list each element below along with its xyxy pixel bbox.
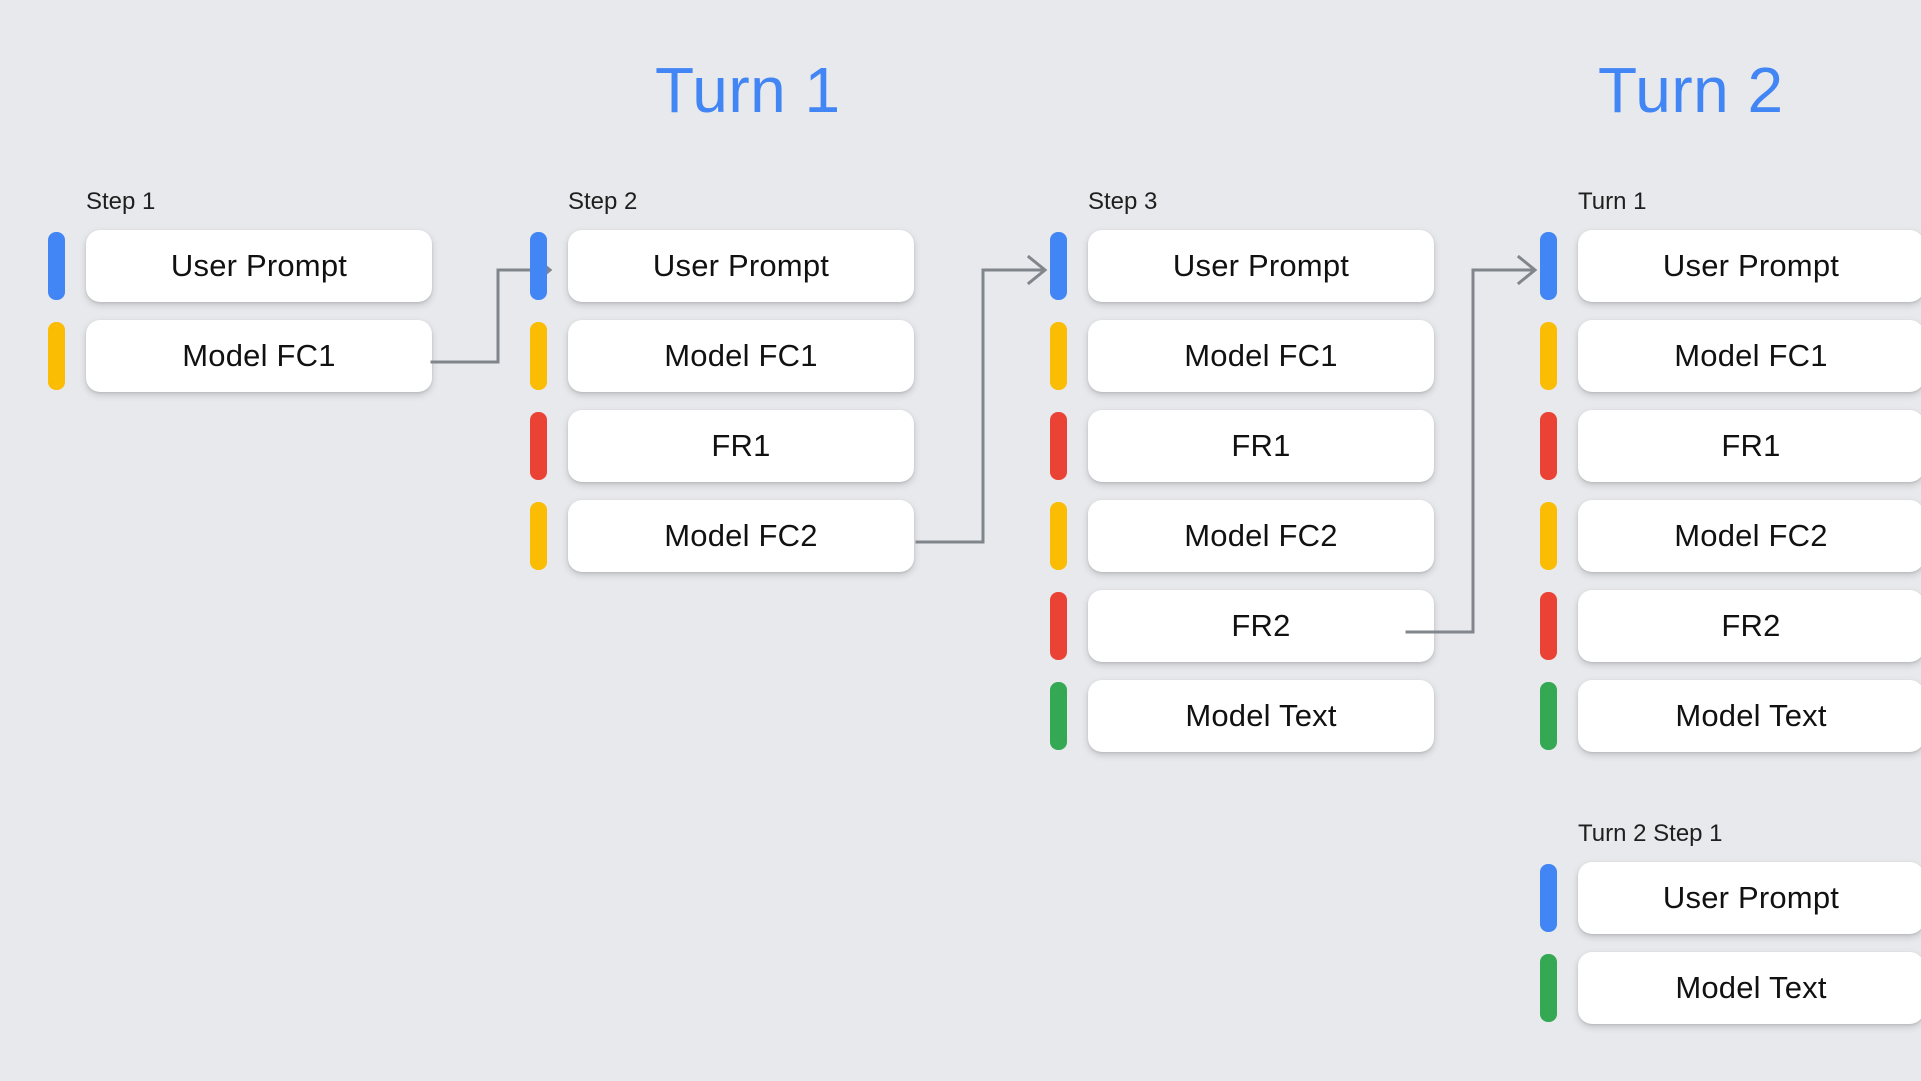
role-bar-model-text-icon: [1540, 682, 1557, 750]
list-item[interactable]: FR2: [1050, 590, 1434, 662]
role-bar-model-fc-icon: [1050, 502, 1067, 570]
column-label-step-1: Step 1: [86, 188, 156, 215]
turn-2-title: Turn 2: [1598, 54, 1784, 126]
card-fr2[interactable]: FR2: [1088, 590, 1434, 662]
role-bar-model-fc-icon: [530, 322, 547, 390]
column-label-turn-2-step-1: Turn 2 Step 1: [1578, 820, 1723, 847]
role-bar-function-response-icon: [530, 412, 547, 480]
role-bar-model-fc-icon: [530, 502, 547, 570]
card-fr1[interactable]: FR1: [568, 410, 914, 482]
card-model-text[interactable]: Model Text: [1088, 680, 1434, 752]
card-model-fc1[interactable]: Model FC1: [568, 320, 914, 392]
role-bar-model-fc-icon: [48, 322, 65, 390]
list-item[interactable]: User Prompt: [1050, 230, 1434, 302]
list-item[interactable]: User Prompt: [530, 230, 914, 302]
list-item[interactable]: Model FC1: [1540, 320, 1921, 392]
list-item[interactable]: Model Text: [1050, 680, 1434, 752]
card-model-fc2[interactable]: Model FC2: [568, 500, 914, 572]
list-item[interactable]: Model FC1: [530, 320, 914, 392]
list-item[interactable]: Model FC2: [1050, 500, 1434, 572]
card-user-prompt[interactable]: User Prompt: [1578, 862, 1921, 934]
card-model-fc2[interactable]: Model FC2: [1578, 500, 1921, 572]
card-user-prompt[interactable]: User Prompt: [568, 230, 914, 302]
connector-step2-to-step3: [915, 254, 1048, 544]
card-model-text[interactable]: Model Text: [1578, 680, 1921, 752]
list-item[interactable]: FR1: [1540, 410, 1921, 482]
list-item[interactable]: FR2: [1540, 590, 1921, 662]
card-model-fc1[interactable]: Model FC1: [1088, 320, 1434, 392]
role-bar-function-response-icon: [1540, 592, 1557, 660]
card-user-prompt[interactable]: User Prompt: [1088, 230, 1434, 302]
list-item[interactable]: Model FC2: [530, 500, 914, 572]
role-bar-model-fc-icon: [1540, 502, 1557, 570]
column-label-step-3: Step 3: [1088, 188, 1158, 215]
role-bar-model-text-icon: [1050, 682, 1067, 750]
list-item[interactable]: User Prompt: [1540, 230, 1921, 302]
card-model-fc1[interactable]: Model FC1: [1578, 320, 1921, 392]
card-fr1[interactable]: FR1: [1578, 410, 1921, 482]
list-item[interactable]: Model FC2: [1540, 500, 1921, 572]
list-item[interactable]: Model Text: [1540, 952, 1921, 1024]
list-item[interactable]: FR1: [530, 410, 914, 482]
role-bar-user-icon: [1540, 232, 1557, 300]
card-model-fc1[interactable]: Model FC1: [86, 320, 432, 392]
list-item[interactable]: Model FC1: [48, 320, 432, 392]
role-bar-user-icon: [1540, 864, 1557, 932]
card-user-prompt[interactable]: User Prompt: [86, 230, 432, 302]
role-bar-function-response-icon: [1050, 592, 1067, 660]
list-item[interactable]: User Prompt: [48, 230, 432, 302]
list-item[interactable]: User Prompt: [1540, 862, 1921, 934]
column-label-step-2: Step 2: [568, 188, 638, 215]
card-model-fc2[interactable]: Model FC2: [1088, 500, 1434, 572]
list-item[interactable]: Model FC1: [1050, 320, 1434, 392]
role-bar-model-text-icon: [1540, 954, 1557, 1022]
list-item[interactable]: Model Text: [1540, 680, 1921, 752]
role-bar-user-icon: [530, 232, 547, 300]
role-bar-function-response-icon: [1050, 412, 1067, 480]
list-item[interactable]: FR1: [1050, 410, 1434, 482]
turn-1-title: Turn 1: [655, 54, 841, 126]
role-bar-model-fc-icon: [1540, 322, 1557, 390]
card-fr1[interactable]: FR1: [1088, 410, 1434, 482]
column-label-turn-1: Turn 1: [1578, 188, 1647, 215]
role-bar-model-fc-icon: [1050, 322, 1067, 390]
role-bar-function-response-icon: [1540, 412, 1557, 480]
role-bar-user-icon: [48, 232, 65, 300]
card-model-text[interactable]: Model Text: [1578, 952, 1921, 1024]
card-fr2[interactable]: FR2: [1578, 590, 1921, 662]
card-user-prompt[interactable]: User Prompt: [1578, 230, 1921, 302]
role-bar-user-icon: [1050, 232, 1067, 300]
